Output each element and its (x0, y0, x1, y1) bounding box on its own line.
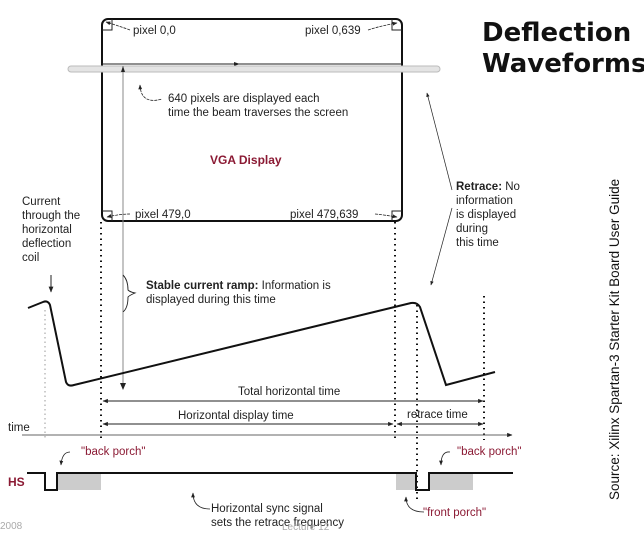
hs-label: HS (8, 475, 25, 489)
hs-note-line-2: sets the retrace frequency (211, 517, 344, 529)
beam-note-line-2: time the beam traverses the screen (168, 107, 349, 119)
display-time-label: Horizontal display time (178, 410, 294, 422)
time-axis-label: time (8, 422, 30, 434)
front-porch-region (396, 474, 416, 490)
back-porch-right-label: "back porch" (457, 446, 522, 458)
current-line: Current (22, 196, 61, 208)
retrace-time-label: retrace time (407, 409, 468, 421)
corner-marker (391, 19, 402, 31)
current-line: deflection (22, 238, 72, 250)
corner-marker (391, 210, 402, 221)
slide-title: Deflection Waveforms (482, 18, 644, 80)
back-porch-right-region (429, 474, 473, 490)
retrace-line: information (456, 195, 513, 207)
retrace-text: No (502, 181, 520, 193)
vga-screen-box (101, 18, 403, 222)
pixel-top-right-label: pixel 0,639 (305, 25, 361, 37)
retrace-beam-bar (67, 65, 441, 73)
deflection-current-waveform (27, 300, 496, 387)
corner-marker (102, 210, 113, 221)
corner-marker (102, 19, 113, 31)
total-horizontal-time-label: Total horizontal time (238, 386, 341, 398)
stable-ramp-text: Information is (258, 280, 331, 292)
hs-sync-signal (27, 472, 513, 491)
beam-note-line-1: 640 pixels are displayed each (168, 93, 320, 105)
footer-year: 2008 (0, 521, 23, 532)
retrace-bold: Retrace: (456, 181, 503, 193)
pixel-top-left-label: pixel 0,0 (133, 25, 176, 37)
retrace-note: Retrace: No (456, 180, 520, 194)
title-line-1: Deflection (482, 18, 632, 48)
title-line-2: Waveforms (482, 49, 644, 79)
current-line: through the (22, 210, 81, 222)
current-line: horizontal (22, 224, 72, 236)
footer-lecture: Lecture 12 (282, 522, 330, 533)
current-line: coil (22, 252, 40, 264)
pixel-bottom-right-label: pixel 479,639 (290, 209, 359, 221)
front-porch-label: "front porch" (423, 507, 487, 519)
back-porch-left-region (57, 474, 101, 490)
hs-note-line-1: Horizontal sync signal (211, 503, 323, 515)
source-credit: Source: Xilinx Spartan-3 Starter Kit Boa… (607, 178, 622, 500)
retrace-line: during (456, 223, 488, 235)
retrace-line: is displayed (456, 209, 517, 221)
stable-ramp-note: Stable current ramp: Information is (146, 279, 331, 293)
stable-ramp-bold: Stable current ramp: (146, 280, 259, 292)
stable-ramp-note-line-2: displayed during this time (146, 294, 276, 306)
vga-display-label: VGA Display (210, 153, 282, 167)
pixel-bottom-left-label: pixel 479,0 (135, 209, 191, 221)
back-porch-left-label: "back porch" (81, 446, 146, 458)
retrace-line: this time (456, 237, 499, 249)
